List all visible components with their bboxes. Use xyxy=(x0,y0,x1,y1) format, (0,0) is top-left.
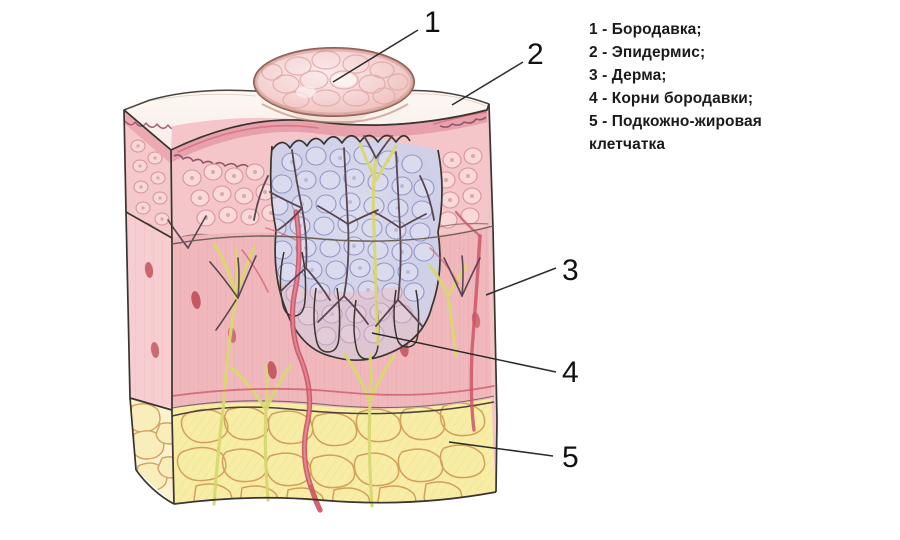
subcutaneous-fat-front-face xyxy=(172,398,496,504)
callout-number-1: 1 xyxy=(424,6,441,39)
right-side-face xyxy=(487,104,497,492)
sweat-gland xyxy=(144,262,154,278)
legend-item-5-continued: клетчатка xyxy=(589,136,666,153)
sweat-gland xyxy=(267,361,277,379)
root-capillary-branches xyxy=(253,135,435,327)
callout-number-5: 5 xyxy=(562,441,579,474)
dermal-vessel-branches xyxy=(167,215,481,331)
callout-number-4: 4 xyxy=(562,356,579,389)
legend-item-5: 5 - Подкожно-жировая xyxy=(589,113,762,130)
legend-item-1: 1 - Бородавка; xyxy=(589,21,702,38)
leader-line-4 xyxy=(371,332,557,373)
legend-item-3: 3 - Дерма; xyxy=(589,67,667,84)
legend: 1 - Бородавка; 2 - Эпидермис; 3 - Дерма;… xyxy=(589,18,889,156)
sweat-gland xyxy=(191,291,201,309)
leader-line-5 xyxy=(448,441,554,457)
blood-vessels xyxy=(171,111,495,513)
nerve-fibers xyxy=(212,142,468,508)
skin-block xyxy=(123,47,498,513)
callout-leader-lines xyxy=(332,29,557,457)
dermis-left-face xyxy=(126,212,172,416)
legend-item-2: 2 - Эпидермис; xyxy=(589,44,706,61)
leader-line-3 xyxy=(485,267,557,296)
callout-number-2: 2 xyxy=(527,38,544,71)
legend-item-4: 4 - Корни бородавки; xyxy=(589,90,754,107)
block-ink-outline xyxy=(123,103,498,505)
leader-line-1 xyxy=(332,29,419,83)
callout-number-3: 3 xyxy=(562,254,579,287)
sweat-gland xyxy=(150,342,160,358)
leader-line-2 xyxy=(451,61,524,106)
